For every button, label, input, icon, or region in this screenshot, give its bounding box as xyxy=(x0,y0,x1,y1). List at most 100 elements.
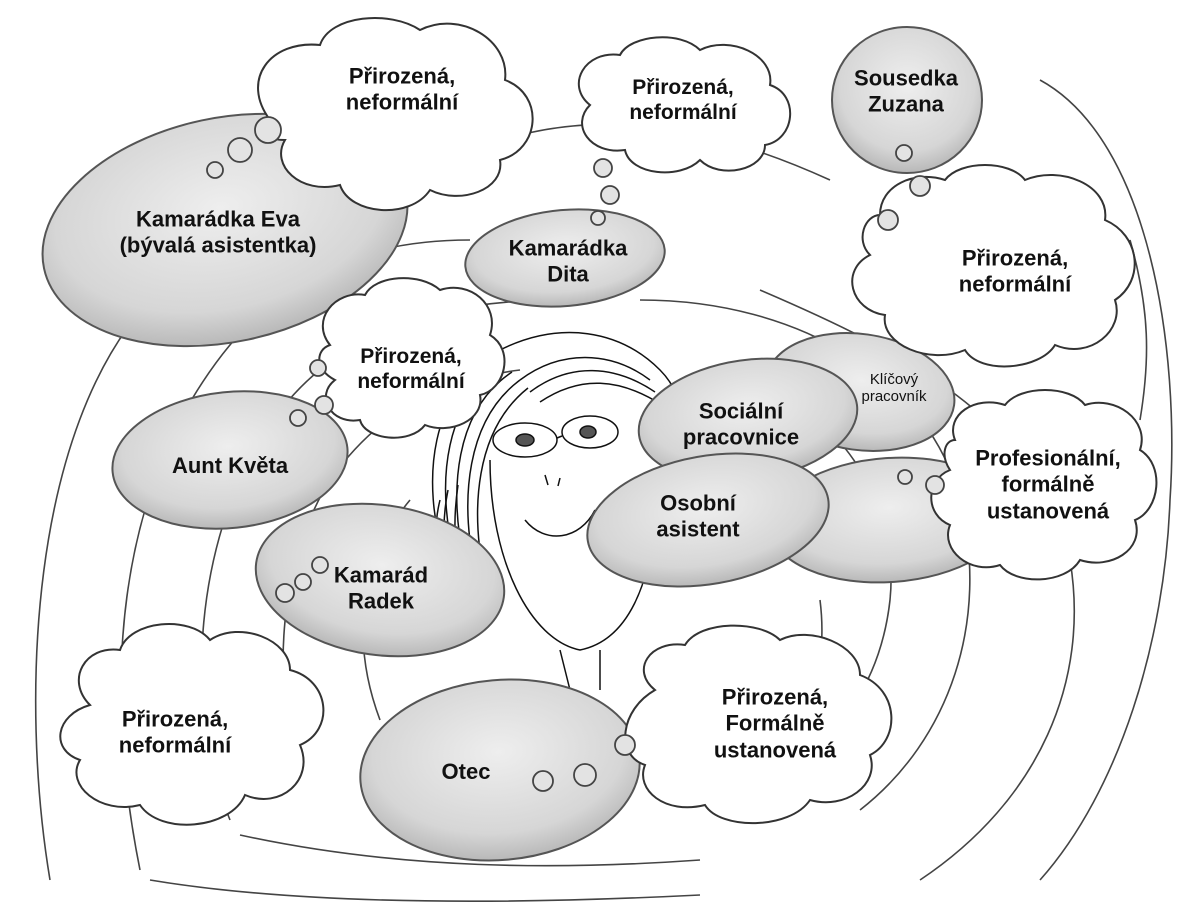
person-label-line: Aunt Květa xyxy=(171,452,289,478)
bubble xyxy=(532,770,554,792)
bubble xyxy=(593,158,613,178)
bubble xyxy=(614,734,636,756)
thought-clouds xyxy=(59,17,1158,826)
people-ellipses xyxy=(41,26,1011,862)
person-label-line: Kamarádka Eva xyxy=(136,206,300,232)
person-label-line: Radek xyxy=(347,589,415,614)
person-label-line: Dita xyxy=(547,262,589,287)
bubble xyxy=(600,185,620,205)
hair-strand xyxy=(529,369,656,393)
bubble xyxy=(925,475,945,495)
cloud-prof xyxy=(930,389,1158,581)
thought-label-otec: Přirozená, Formálně ustanovená xyxy=(714,684,836,763)
thought-label-line: neformální xyxy=(345,90,459,115)
bubble xyxy=(227,137,253,163)
bubble xyxy=(275,583,295,603)
thought-label-kveta: Přirozená, neformální xyxy=(357,344,464,394)
ellipse-radek xyxy=(254,502,506,658)
person-label-line: pracovník xyxy=(861,388,927,405)
glasses-left xyxy=(492,422,558,458)
glasses-bridge xyxy=(556,435,563,439)
thought-label-line: Přirozená, xyxy=(121,706,229,732)
bubble xyxy=(206,161,224,179)
hair-strand xyxy=(519,356,651,381)
ellipse-otec xyxy=(359,678,641,862)
person-label-klicovy: Klíčový pracovník xyxy=(861,371,926,406)
bubble xyxy=(289,409,307,427)
thought-label-eva: Přirozená, neformální xyxy=(346,64,458,117)
bubble xyxy=(311,556,329,574)
person-label-socialni: Sociální pracovnice xyxy=(683,399,799,452)
bubble xyxy=(895,144,913,162)
person-label-line: Otec xyxy=(441,758,491,784)
person-label-otec: Otec xyxy=(442,759,491,785)
thought-label-line: Profesionální, xyxy=(975,445,1121,471)
bubble xyxy=(573,763,597,787)
eye-right xyxy=(579,425,597,439)
outer-ring-right xyxy=(1039,79,1173,881)
cloud-dita xyxy=(577,36,792,174)
eye-left xyxy=(515,433,535,447)
thought-bubbles xyxy=(206,116,945,792)
ellipse-zuzana xyxy=(831,26,983,174)
ellipse-osobni xyxy=(586,452,830,588)
person-label-osobni: Osobní asistent xyxy=(656,491,739,544)
person-label-line: Sociální xyxy=(698,398,784,424)
thought-label-line: neformální xyxy=(958,272,1072,297)
cloud-eva xyxy=(257,17,534,211)
nose xyxy=(544,474,561,487)
bubble xyxy=(877,209,899,231)
thought-label-line: neformální xyxy=(629,101,737,124)
thought-label-line: neformální xyxy=(357,370,465,393)
person-label-line: pracovnice xyxy=(682,425,800,450)
bottom-arc xyxy=(149,879,701,903)
thought-label-line: neformální xyxy=(118,733,232,758)
hair-strand xyxy=(539,382,663,406)
person-label-line: Zuzana xyxy=(868,92,944,117)
glasses-right xyxy=(561,415,619,449)
person-label-line: Kamarádka xyxy=(508,235,628,261)
neck xyxy=(559,649,601,691)
thought-label-prof: Profesionální, formálně ustanovená xyxy=(975,445,1120,524)
thought-label-line: Přirozená, xyxy=(632,75,734,99)
ellipse-kveta xyxy=(111,390,349,530)
cloud-radek xyxy=(59,623,325,826)
person-label-line: Osobní xyxy=(660,490,736,516)
person-label-line: (bývalá asistentka) xyxy=(119,233,317,258)
person-label-radek: Kamarád Radek xyxy=(334,563,428,616)
person-label-line: Kamarád xyxy=(333,562,429,588)
person-label-line: asistent xyxy=(656,517,740,542)
ellipse-dita xyxy=(464,208,666,308)
bubble xyxy=(909,175,931,197)
arc-right-top xyxy=(1129,239,1148,421)
thought-label-zuzana: Přirozená, neformální xyxy=(959,246,1071,299)
thought-label-line: Formálně xyxy=(725,710,825,736)
thought-label-line: Přirozená, xyxy=(348,63,456,89)
thought-label-line: ustanovená xyxy=(713,737,837,763)
cloud-otec xyxy=(624,624,893,825)
bubble xyxy=(590,210,606,226)
bubble xyxy=(309,359,327,377)
bottom-arc-2 xyxy=(239,834,701,867)
thought-label-line: Přirozená, xyxy=(360,344,462,368)
thought-label-line: Přirozená, xyxy=(721,684,829,710)
thought-label-dita: Přirozená, neformální xyxy=(629,75,736,125)
bubble xyxy=(314,395,334,415)
bubble xyxy=(254,116,282,144)
thought-label-line: ustanovená xyxy=(986,498,1110,524)
bubble xyxy=(294,573,312,591)
thought-label-line: formálně xyxy=(1001,471,1095,497)
bubble xyxy=(897,469,913,485)
thought-label-radek: Přirozená, neformální xyxy=(119,707,231,760)
thought-label-line: Přirozená, xyxy=(961,245,1069,271)
person-label-zuzana: Sousedka Zuzana xyxy=(854,66,958,119)
person-label-line: Sousedka xyxy=(854,65,958,91)
mouth xyxy=(524,509,596,537)
person-label-dita: Kamarádka Dita xyxy=(509,236,628,289)
person-label-eva: Kamarádka Eva (bývalá asistentka) xyxy=(120,207,317,260)
person-label-kveta: Aunt Květa xyxy=(172,453,288,479)
cloud-zuzana xyxy=(851,164,1136,368)
person-label-line: Klíčový xyxy=(869,370,919,388)
